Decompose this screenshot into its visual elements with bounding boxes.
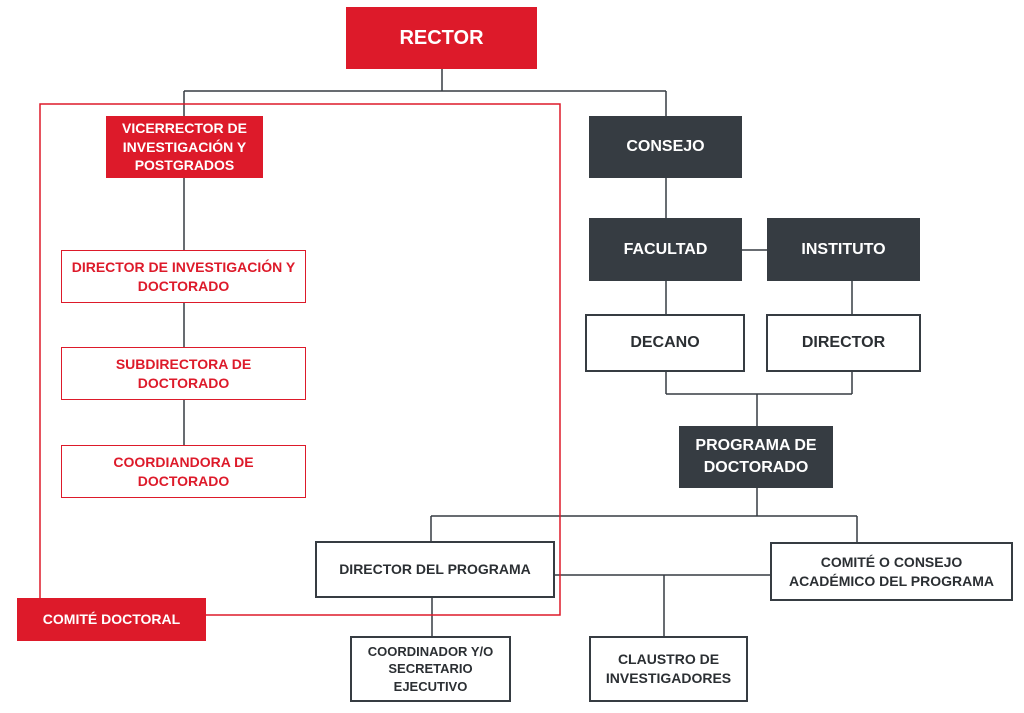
consejo-box: CONSEJO — [589, 116, 742, 178]
coordinadora-label: COORDIANDORA DE DOCTORADO — [113, 453, 254, 489]
comite-consejo-label: COMITÉ O CONSEJO ACADÉMICO DEL PROGRAMA — [788, 553, 995, 589]
programa-doctorado-label: PROGRAMA DE DOCTORADO — [695, 437, 817, 476]
coordinador-secretario-label: COORDINADOR Y/O SECRETARIO EJECUTIVO — [367, 643, 494, 694]
director-investigacion-box: DIRECTOR DE INVESTIGACIÓN Y DOCTORADO — [61, 250, 306, 303]
comite-doctoral-label: COMITÉ DOCTORAL — [42, 611, 181, 628]
consejo-label: CONSEJO — [626, 138, 705, 156]
decano-box: DECANO — [585, 314, 745, 372]
decano-label: DECANO — [630, 334, 700, 352]
comite-consejo-box: COMITÉ O CONSEJO ACADÉMICO DEL PROGRAMA — [770, 542, 1013, 601]
instituto-box: INSTITUTO — [767, 218, 920, 281]
comite-doctoral-frame — [39, 103, 561, 616]
facultad-label: FACULTAD — [623, 240, 708, 258]
rector-box: RECTOR — [346, 7, 537, 69]
subdirectora-box: SUBDIRECTORA DE DOCTORADO — [61, 347, 306, 400]
director-box: DIRECTOR — [766, 314, 921, 372]
claustro-box: CLAUSTRO DE INVESTIGADORES — [589, 636, 748, 702]
connector-programa-branch — [430, 488, 858, 542]
subdirectora-label: SUBDIRECTORA DE DOCTORADO — [115, 355, 252, 391]
connector-to-programa — [665, 372, 853, 426]
director-label: DIRECTOR — [801, 334, 886, 352]
rector-label: RECTOR — [399, 26, 484, 49]
coordinadora-box: COORDIANDORA DE DOCTORADO — [61, 445, 306, 498]
connector-director-programa-links — [431, 574, 770, 636]
instituto-label: INSTITUTO — [801, 240, 886, 258]
director-programa-label: DIRECTOR DEL PROGRAMA — [339, 561, 531, 578]
facultad-box: FACULTAD — [589, 218, 742, 281]
coordinador-secretario-box: COORDINADOR Y/O SECRETARIO EJECUTIVO — [350, 636, 511, 702]
vicerrector-box: VICERRECTOR DE INVESTIGACIÓN Y POSTGRADO… — [106, 116, 263, 178]
claustro-label: CLAUSTRO DE INVESTIGADORES — [605, 651, 732, 686]
connector-rector-branch — [183, 69, 667, 116]
vicerrector-label: VICERRECTOR DE INVESTIGACIÓN Y POSTGRADO… — [122, 119, 247, 174]
comite-doctoral-box: COMITÉ DOCTORAL — [17, 598, 206, 641]
director-programa-box: DIRECTOR DEL PROGRAMA — [315, 541, 555, 598]
director-investigacion-label: DIRECTOR DE INVESTIGACIÓN Y DOCTORADO — [71, 258, 296, 294]
programa-doctorado-box: PROGRAMA DE DOCTORADO — [679, 426, 833, 488]
